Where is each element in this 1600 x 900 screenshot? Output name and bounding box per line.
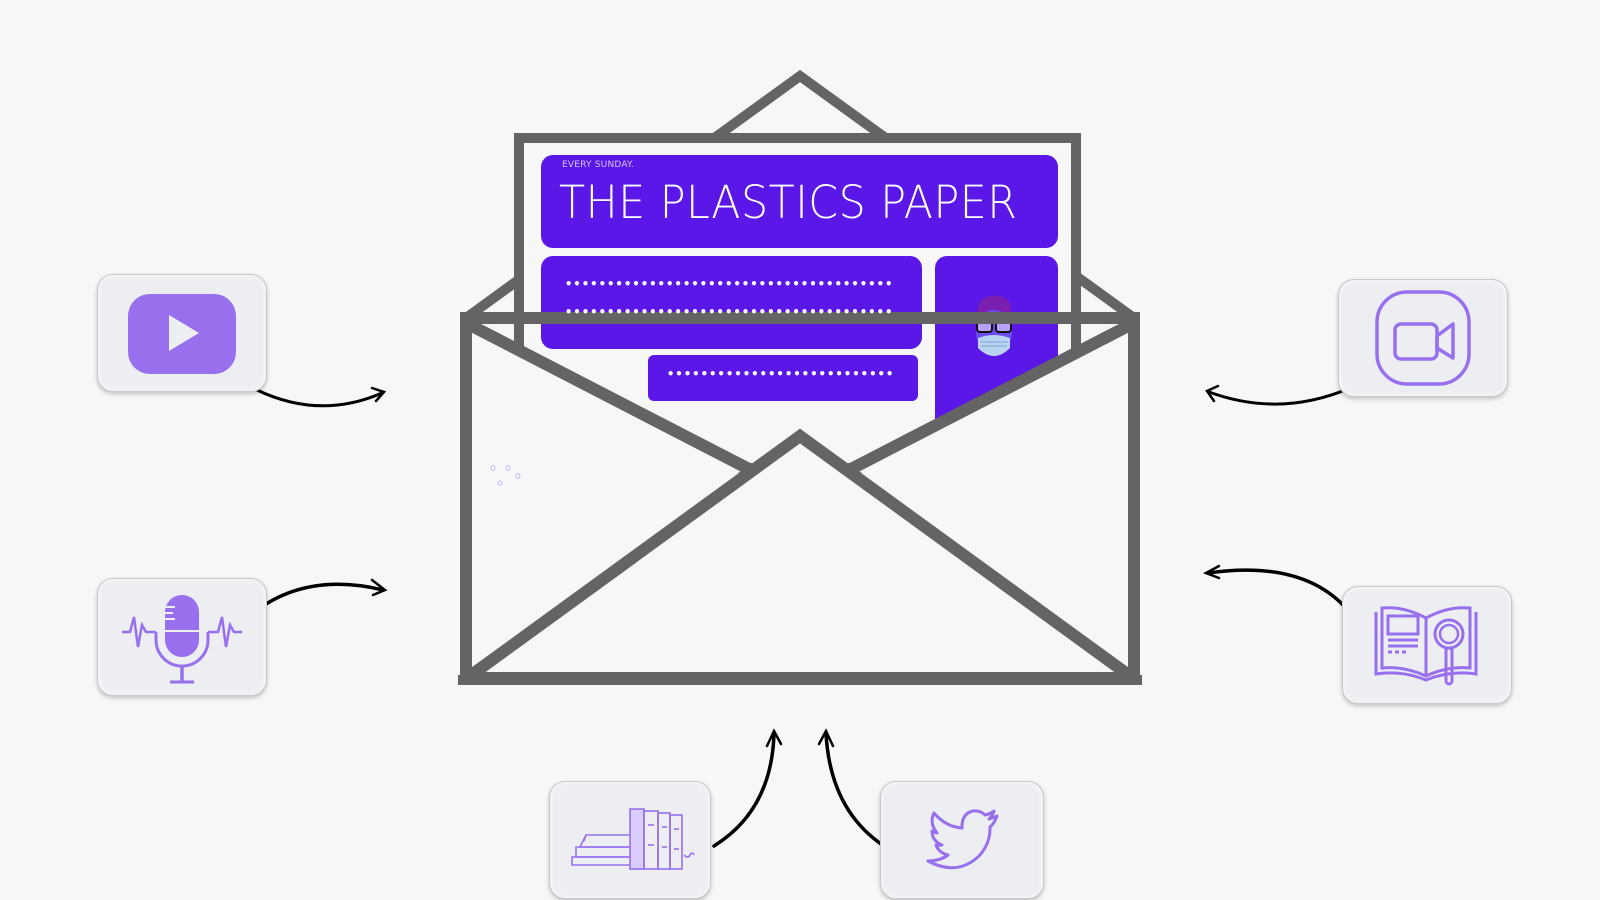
arrow-twitter <box>824 731 886 848</box>
book-search-icon <box>1374 606 1478 686</box>
newsletter-title: THE PLASTICS PAPER <box>559 176 1018 229</box>
source-tile-research[interactable] <box>1342 586 1512 704</box>
source-tile-youtube[interactable] <box>97 274 267 392</box>
envelope-right-fold <box>850 318 1135 474</box>
envelope-left-fold <box>465 318 750 474</box>
youtube-icon <box>128 294 236 374</box>
newsletter-kicker: EVERY SUNDAY. <box>562 160 634 170</box>
arrows <box>243 384 1352 848</box>
placeholder-line-2: •••••••••••••••••••••••••••••••••••••••• <box>565 305 895 319</box>
books-icon <box>571 808 695 870</box>
envelope-front-flap <box>466 428 1134 681</box>
microphone-icon <box>122 595 242 684</box>
arrow-zoom <box>1207 386 1352 406</box>
placeholder-line-1: •••••••••••••••••••••••••••••••••••••••• <box>565 277 895 291</box>
video-camera-icon <box>1375 290 1471 386</box>
source-tile-books[interactable] <box>549 781 711 899</box>
source-tile-twitter[interactable] <box>880 781 1044 899</box>
avatar-masked-person-icon <box>976 295 1012 356</box>
text-block-card <box>541 256 922 349</box>
placeholder-line-3: ••••••••••••••••••••••••••• <box>667 367 895 381</box>
arrow-youtube <box>255 388 384 408</box>
sparkle-dots <box>490 465 521 486</box>
source-tile-zoom[interactable] <box>1338 279 1508 397</box>
header-card <box>541 155 1058 248</box>
arrow-research <box>1206 568 1346 608</box>
small-text-card <box>648 355 918 401</box>
arrow-books <box>712 731 776 848</box>
twitter-icon <box>926 809 999 870</box>
source-tile-podcast[interactable] <box>97 578 267 696</box>
